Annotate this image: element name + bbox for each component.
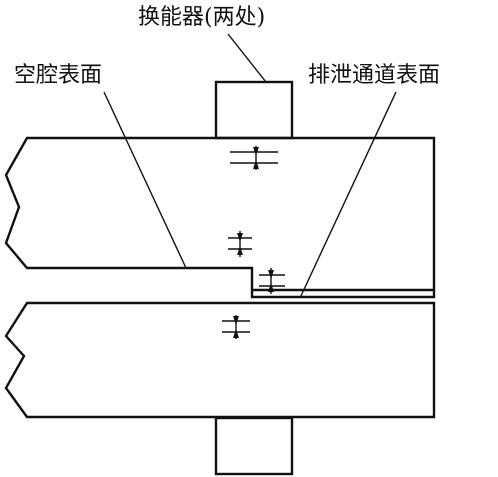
label-vent-surface: 排泄通道表面 [308,63,440,88]
transducer-top [214,80,294,140]
sensor-symbol-4 [222,315,250,339]
sensor-symbol-2 [228,231,252,257]
upper-mold-plate [4,136,436,299]
label-cavity-surface: 空腔表面 [14,63,102,88]
sensor-symbol-3 [259,268,285,294]
transducer-bottom [214,416,294,476]
lower-mold-plate [4,301,436,419]
leader-vent-surface [299,91,397,299]
label-transducer: 换能器(两处) [138,5,265,30]
leader-transducer [227,33,267,83]
sensor-symbol-1 [230,146,278,170]
leader-cavity-surface [103,91,187,269]
